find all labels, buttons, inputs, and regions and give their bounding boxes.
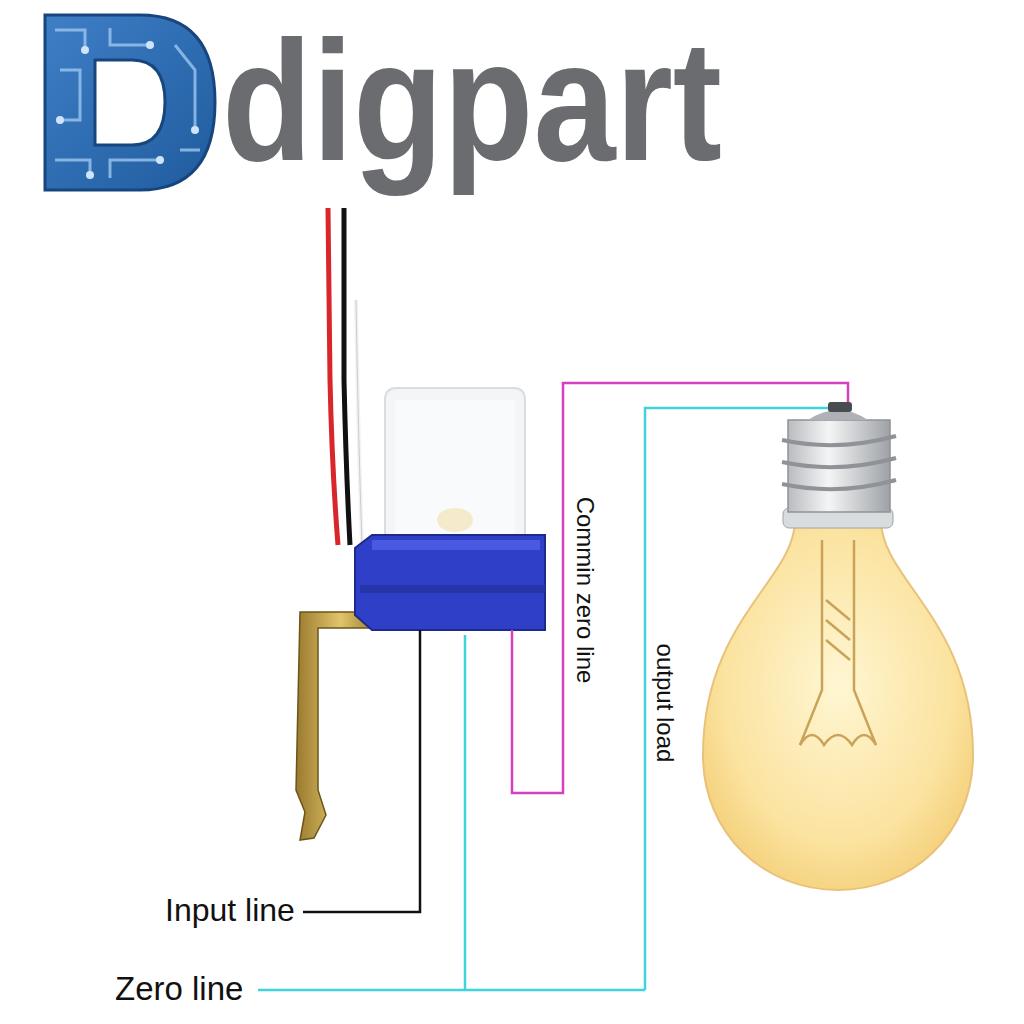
wire-label: Commin zero line xyxy=(573,497,597,684)
wire-label: Zero line xyxy=(115,972,243,1005)
wire-label: Input line xyxy=(165,894,295,926)
zero-wire xyxy=(464,635,467,990)
input-wire xyxy=(303,630,420,912)
zero-wire xyxy=(258,989,645,992)
wire-label: output load xyxy=(653,644,677,763)
sensor-base xyxy=(355,535,545,630)
sensor-cap xyxy=(385,388,525,545)
mounting-bracket xyxy=(296,612,385,840)
brand-logo: digpart xyxy=(222,16,722,186)
light-bulb xyxy=(703,402,973,890)
logo-icon xyxy=(45,15,215,190)
sensor-wires xyxy=(328,208,362,545)
